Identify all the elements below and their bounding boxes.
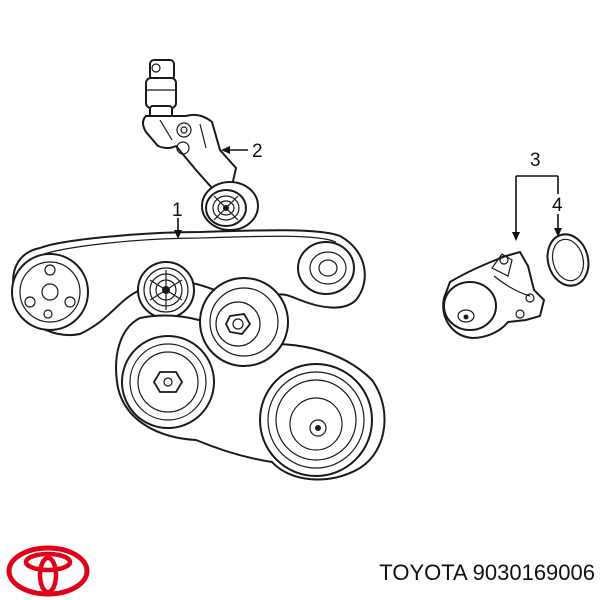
water-pump-drive-pulley bbox=[199, 277, 289, 367]
callout-2: 2 bbox=[252, 141, 263, 162]
pump-gasket bbox=[546, 233, 590, 287]
callout-leaders bbox=[174, 146, 562, 241]
power-steering-pulley bbox=[121, 335, 215, 429]
alternator-pulley bbox=[297, 241, 355, 295]
ac-compressor-pulley bbox=[259, 363, 373, 477]
brand-name: TOYOTA bbox=[379, 560, 467, 585]
ribbed-idler bbox=[137, 261, 195, 319]
part-number: 9030169006 bbox=[472, 560, 595, 585]
tensioner-assembly bbox=[142, 59, 259, 231]
water-pump bbox=[442, 250, 546, 340]
callout-1: 1 bbox=[172, 200, 183, 221]
callout-4: 4 bbox=[552, 195, 563, 216]
callout-3: 3 bbox=[530, 150, 541, 171]
part-caption: TOYOTA 9030169006 bbox=[333, 556, 595, 590]
crank-pulley bbox=[11, 253, 89, 331]
toyota-logo-icon bbox=[6, 545, 90, 597]
